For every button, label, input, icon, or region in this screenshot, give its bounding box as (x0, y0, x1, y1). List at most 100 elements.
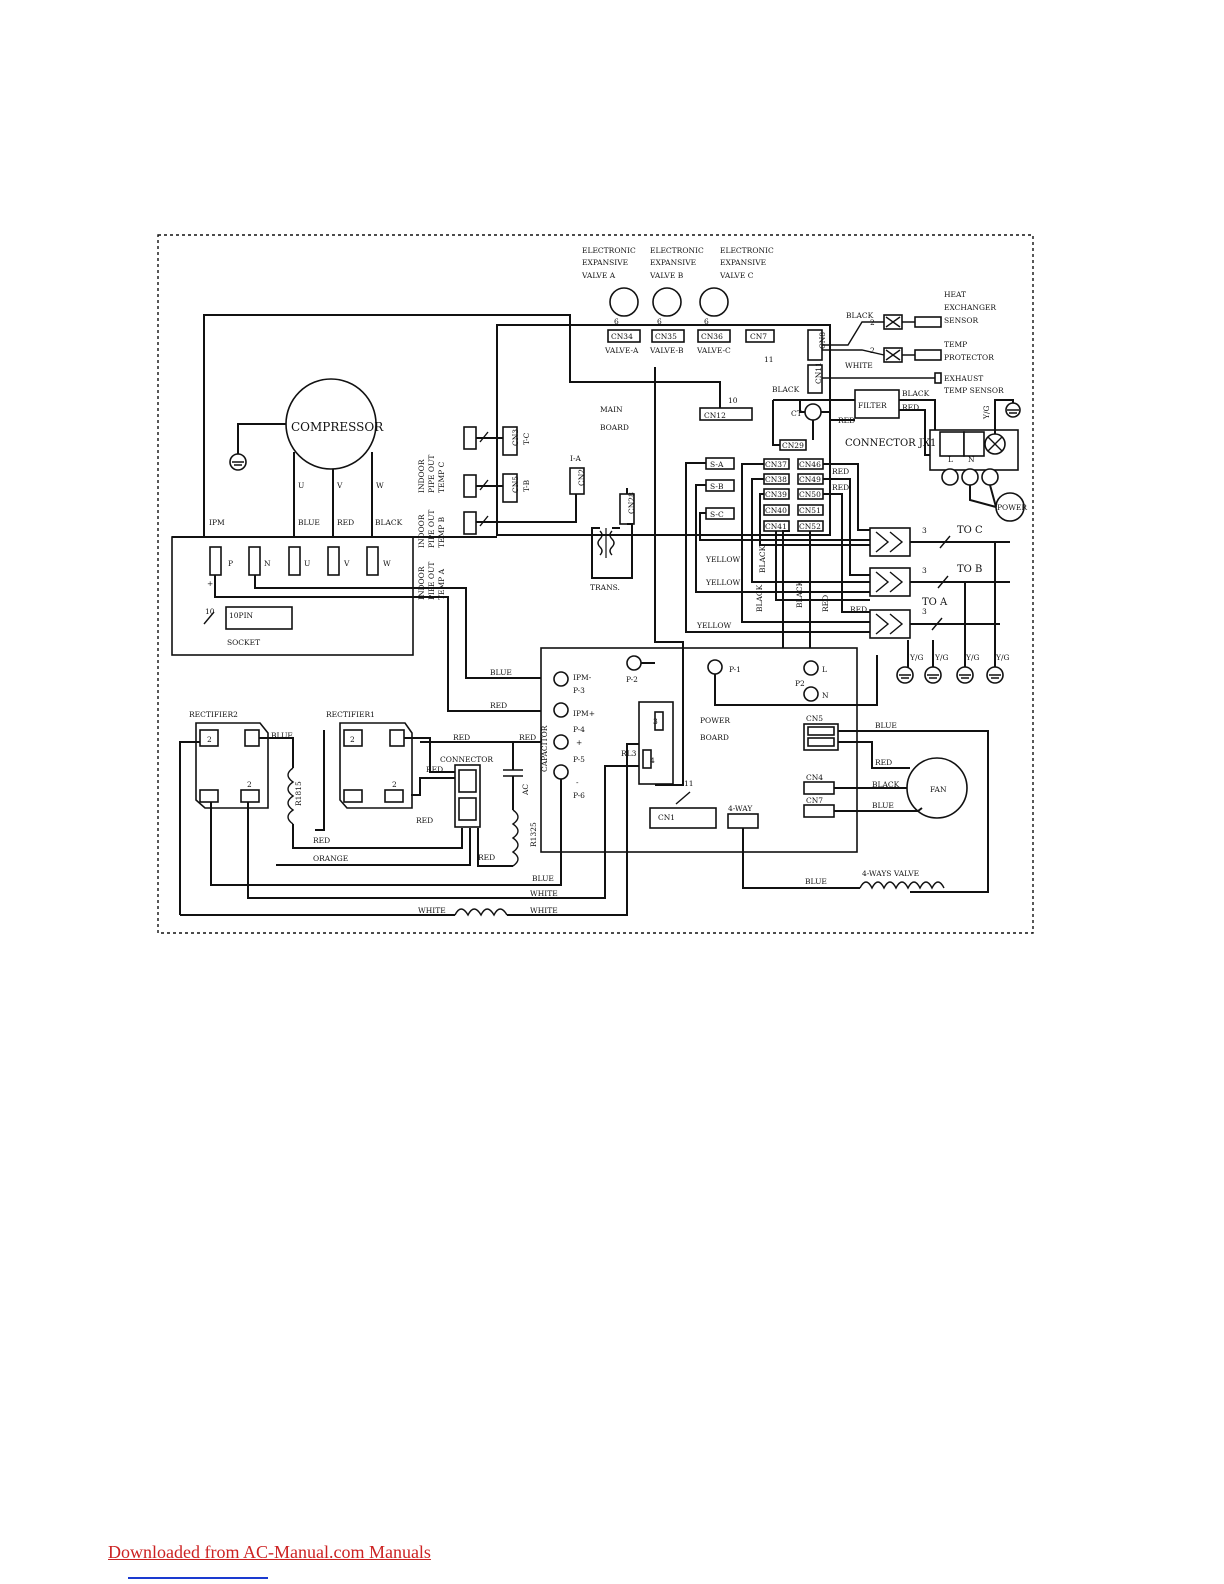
cn2-label: CN2 (577, 469, 586, 486)
ia-label: I-A (570, 454, 581, 463)
ipm-plus-terminal (553, 702, 569, 718)
cn5-fan-pin-a (807, 726, 835, 736)
power-label: POWER (997, 503, 1027, 512)
yg-label-3: Y/G (965, 653, 979, 662)
sc-label: S-C (710, 510, 724, 519)
socket-label: SOCKET (227, 638, 260, 647)
connector-pin-a (458, 769, 477, 793)
svg-text:CN49: CN49 (799, 475, 821, 484)
sensor-leads (902, 321, 915, 356)
cable-slash-marks (931, 535, 951, 631)
minus-terminal (553, 764, 569, 780)
svg-text:CN38: CN38 (765, 475, 787, 484)
svg-text:CN50: CN50 (799, 490, 821, 499)
l-label: L (822, 665, 827, 674)
wire-cn5-red (838, 741, 910, 769)
svg-text:CN52: CN52 (799, 522, 821, 531)
wire-sc (699, 512, 870, 541)
wire-cn5-blue (838, 730, 989, 893)
capacitor-icon (503, 769, 523, 777)
cn7-pins: 11 (764, 355, 774, 364)
rect1-term-b (389, 729, 405, 747)
cn4-connector (803, 781, 835, 795)
white-label-3: WHITE (530, 906, 558, 915)
wire-4way (742, 828, 860, 889)
exhaust-sensor-icon (934, 372, 942, 384)
yellow-label-2: YELLOW (705, 578, 741, 587)
wire-temp-protector (822, 349, 885, 356)
rect1-2a: 2 (350, 735, 355, 744)
valve-c-pins: 6 (704, 317, 709, 326)
valve-b-pins: 6 (657, 317, 662, 326)
plus-terminal (553, 734, 569, 750)
wire-p1 (714, 674, 877, 706)
ipm-terminals (209, 546, 379, 576)
indoor-a-sensor-icon (463, 511, 477, 535)
cn12-pins: 10 (728, 396, 738, 405)
ct-icon (804, 403, 822, 421)
jx1-screw-g (981, 468, 999, 486)
compressor-red: RED (337, 518, 354, 527)
red-r1325-label: RED (478, 853, 495, 862)
wire-rect-orange (276, 730, 471, 866)
blue-fan-label-2: BLUE (872, 801, 894, 810)
rect1-term-a (343, 729, 363, 747)
cn8-label: CN8 (818, 332, 827, 349)
ipm-label: IPM (209, 518, 225, 527)
rect1-term-d (384, 789, 404, 803)
black-label-2: BLACK (755, 584, 764, 612)
connector-bank-left: CN37 CN38 CN39 CN40 CN41 (763, 458, 790, 532)
wire-filter-loop (773, 399, 940, 456)
blue-4way-label: BLUE (805, 877, 827, 886)
red-rect-label: RED (453, 733, 470, 742)
four-way-connector (727, 813, 759, 829)
l-terminal (803, 660, 819, 676)
cn35-label: CN35 (655, 332, 677, 341)
svg-text:CN41: CN41 (765, 522, 787, 531)
cn1-label: CN1 (658, 813, 675, 822)
connector-pin-b (458, 797, 477, 821)
p3-label: P-3 (573, 686, 585, 695)
four-ways-valve-label: 4-WAYS VALVE (862, 869, 919, 878)
yg-label-4: Y/G (995, 653, 1009, 662)
n-terminal (803, 686, 819, 702)
socket-10pin (225, 606, 293, 630)
socket-10pin-label: 10PIN (229, 611, 254, 620)
black-wire-label: BLACK (846, 311, 874, 320)
cn4-label: CN4 (806, 773, 823, 782)
p4-label: P-4 (573, 725, 585, 734)
footer-underline (128, 1577, 268, 1579)
p2-terminal (626, 655, 642, 671)
rect2-term-b (244, 729, 260, 747)
ipm-minus-terminal (553, 671, 569, 687)
white-label-2: WHITE (418, 906, 446, 915)
rl3-four: 4 (650, 756, 655, 765)
diagram-frame (157, 234, 1034, 934)
cn2-connector (569, 467, 585, 495)
minus-label: - (576, 778, 579, 787)
cn7-fan-connector (803, 804, 835, 818)
terminal-to-a (869, 609, 911, 639)
jx1-yg-label: Y/G (982, 406, 991, 420)
svg-text:CN39: CN39 (765, 490, 787, 499)
ipm-minus-label: IPM- (573, 673, 592, 682)
white-inductor-icon (454, 908, 508, 917)
ipm-n: N (264, 559, 271, 568)
jx1-screw-n (961, 468, 979, 486)
transformer-icon (597, 528, 615, 558)
red-lower-label: RED (313, 836, 330, 845)
footer-download-link[interactable]: Downloaded from AC-Manual.com Manuals (108, 1542, 431, 1562)
tc-label: T-C (522, 432, 531, 445)
compressor-u: U (298, 481, 304, 490)
wire-main-to-p2 (641, 367, 684, 786)
rl3-label: RL3 (621, 749, 637, 758)
black-label-filter: BLACK (772, 385, 800, 394)
wire-lower-main (179, 737, 463, 915)
yellow-label-3: YELLOW (696, 621, 732, 630)
valve-a-icon (609, 287, 639, 317)
